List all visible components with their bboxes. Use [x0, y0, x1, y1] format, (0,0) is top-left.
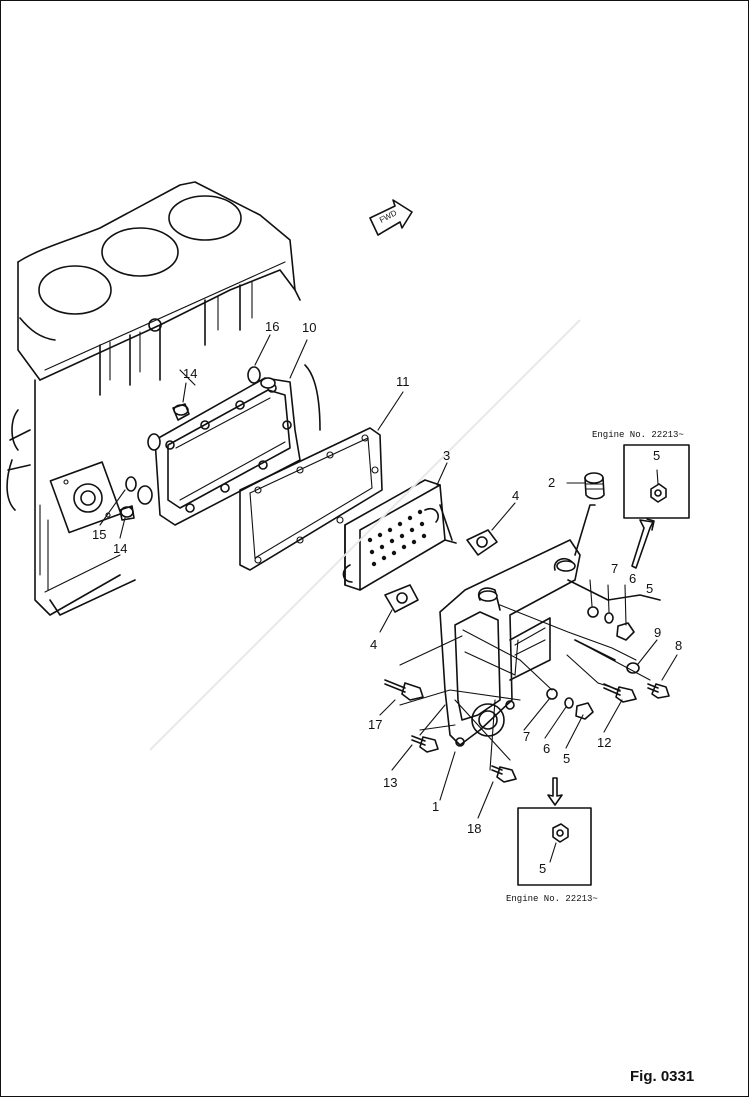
detail-box-lower — [517, 777, 592, 886]
callout-8: 8 — [675, 638, 683, 653]
part-13-bolt — [411, 735, 439, 753]
callout-7-upper: 7 — [611, 561, 619, 576]
callout-2: 2 — [548, 475, 556, 490]
callout-18: 18 — [467, 821, 482, 836]
callout-7-lower: 7 — [523, 729, 531, 744]
callout-5-upper: 5 — [646, 581, 654, 596]
callout-12: 12 — [597, 735, 612, 750]
callout-6-upper: 6 — [629, 571, 637, 586]
part-4-gasket-upper — [466, 529, 498, 556]
assembly-lines — [399, 604, 651, 771]
callout-5-box-upper: 5 — [653, 448, 661, 463]
engine-block — [6, 181, 301, 616]
stud-group-lower — [546, 688, 594, 720]
callout-5-lower: 5 — [563, 751, 571, 766]
part-4-gasket-lower — [384, 584, 419, 613]
callout-3: 3 — [443, 448, 451, 463]
part-14-plug-upper — [172, 403, 190, 421]
part-17-bolt — [384, 679, 424, 701]
callout-6-lower: 6 — [543, 741, 551, 756]
fwd-arrow — [369, 199, 413, 236]
callout-4-upper: 4 — [512, 488, 520, 503]
part-2-plug — [584, 472, 605, 500]
faint-watermark — [149, 319, 581, 751]
callout-14-upper: 14 — [183, 366, 198, 381]
figure-number: Fig. 0331 — [630, 1068, 695, 1085]
part-14-plug-lower — [119, 505, 135, 521]
callout-leaders — [99, 334, 678, 819]
part-11-gasket — [239, 427, 383, 571]
callout-9: 9 — [654, 625, 662, 640]
part-18-bolt — [491, 765, 517, 783]
part-8-bolt — [647, 683, 670, 699]
callout-15: 15 — [92, 527, 107, 542]
engine-note-upper: Engine No. 22213~ — [592, 430, 684, 440]
callout-10: 10 — [302, 320, 317, 335]
callout-13: 13 — [383, 775, 398, 790]
engine-note-lower: Engine No. 22213~ — [506, 894, 598, 904]
part-15-o-ring — [125, 476, 137, 492]
callout-1: 1 — [432, 799, 440, 814]
part-1-cooler-case — [439, 504, 596, 747]
part-10-cooler-housing — [137, 364, 321, 526]
callout-17: 17 — [368, 717, 383, 732]
part-16-o-ring — [247, 366, 261, 384]
callout-5-box-lower: 5 — [539, 861, 547, 876]
part-3-cooler-core — [342, 479, 457, 591]
callout-16: 16 — [265, 319, 280, 334]
callout-11: 11 — [396, 374, 410, 389]
callout-14-lower: 14 — [113, 541, 128, 556]
detail-box-upper — [623, 444, 690, 569]
callout-4-lower: 4 — [370, 637, 378, 652]
